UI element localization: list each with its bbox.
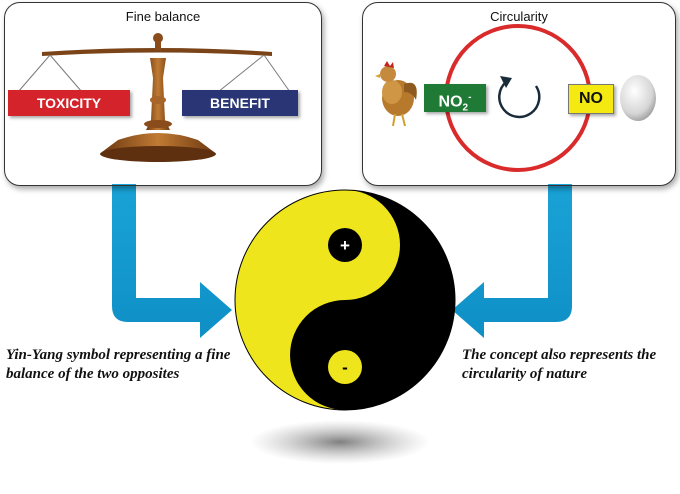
left-arrow-icon <box>112 184 232 338</box>
circularity-caption: The concept also represents the circular… <box>462 347 657 382</box>
cycle-arrow-icon <box>498 76 541 119</box>
yin-yang-icon <box>234 189 456 411</box>
nitrite-label: NO2- <box>424 84 486 114</box>
yin-yang-caption: Yin-Yang symbol representing a fine bala… <box>6 347 231 382</box>
circularity-panel: Circularity <box>362 2 676 186</box>
right-arrow-icon <box>452 184 572 338</box>
benefit-label: BENEFIT <box>182 90 298 116</box>
nitric-oxide-label: NO <box>568 84 614 114</box>
toxicity-label: TOXICITY <box>8 90 130 116</box>
egg-icon <box>620 75 656 121</box>
nitrite-text: NO <box>438 93 463 111</box>
nitrite-subscript: 2 <box>462 102 469 114</box>
chicken-icon <box>375 61 417 127</box>
nitrite-charge: - <box>468 92 472 103</box>
balance-scale-icon <box>17 33 291 162</box>
fine-balance-title: Fine balance <box>125 9 201 24</box>
symbol-shadow <box>250 420 430 464</box>
fine-balance-panel: Fine balance <box>4 2 322 186</box>
circularity-title: Circularity <box>490 9 548 24</box>
